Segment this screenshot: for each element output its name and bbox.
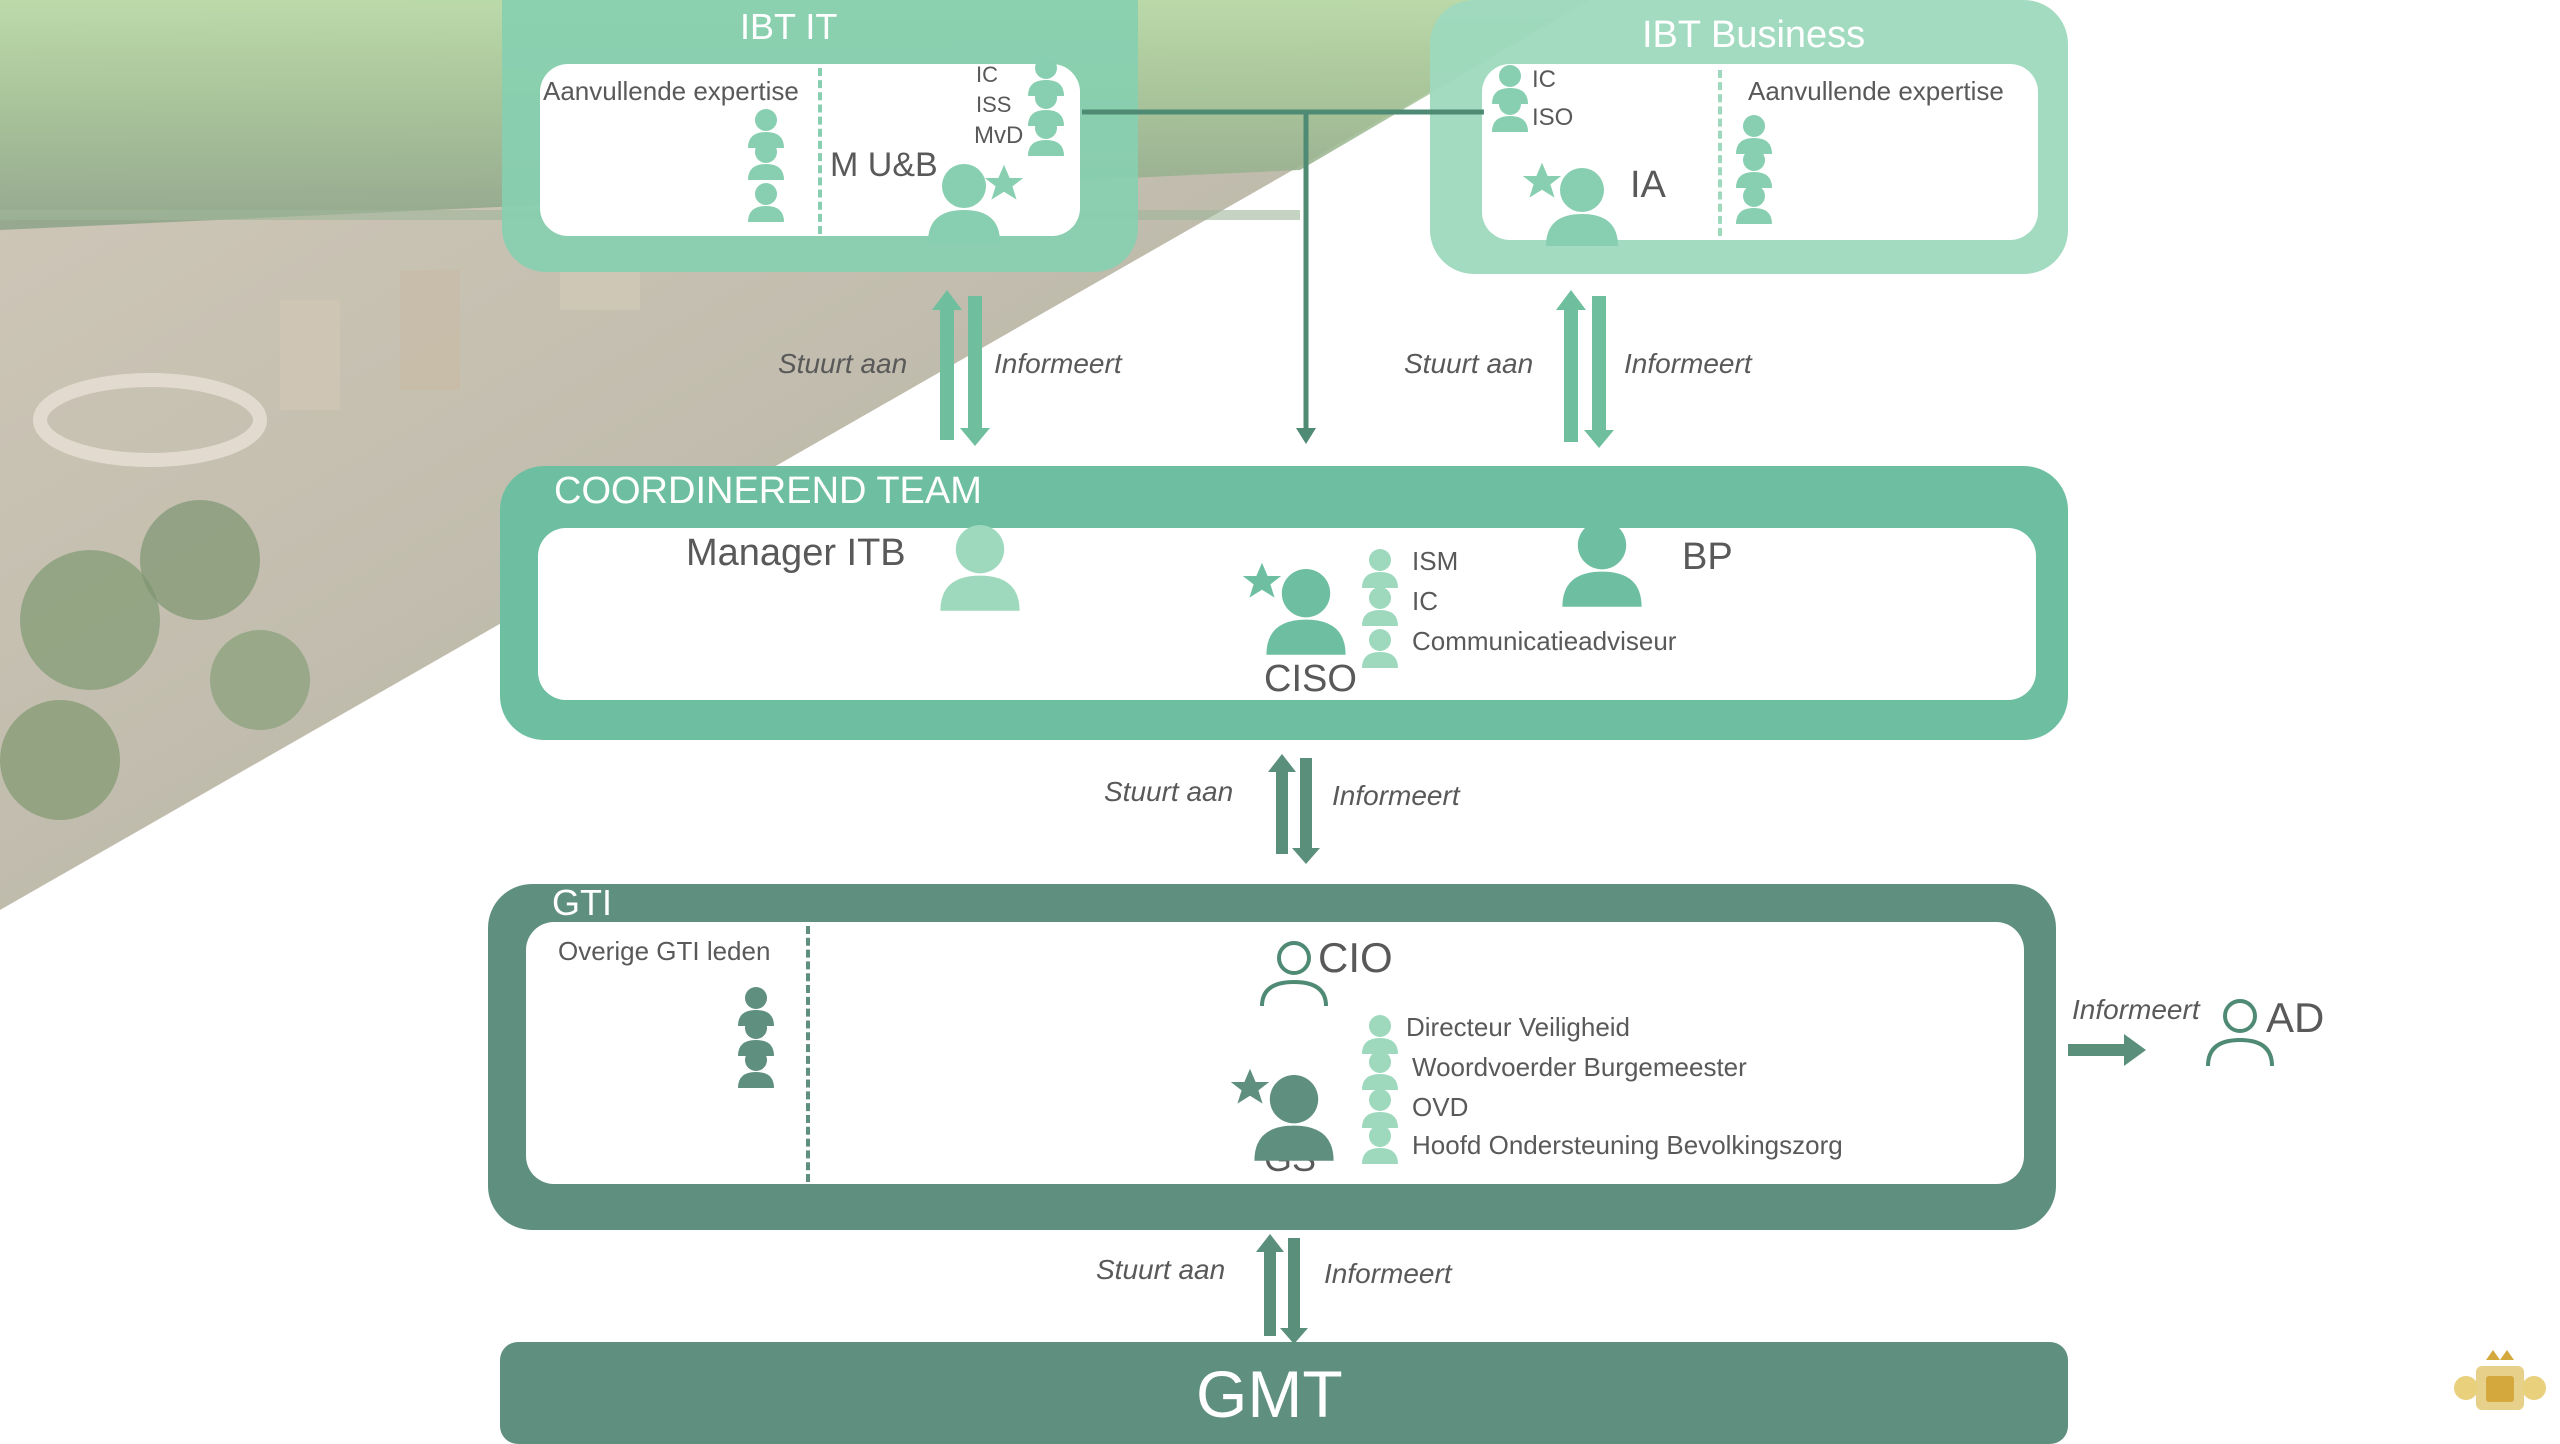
double-arrow-ibt-business bbox=[1556, 290, 1614, 448]
gti-role-wb: Woordvoerder Burgemeester bbox=[1412, 1052, 1747, 1082]
ibt-business-extra-label: Aanvullende expertise bbox=[1748, 76, 2004, 106]
arrow-label-stuurt-aan-it: Stuurt aan bbox=[778, 348, 908, 379]
ibt-it-title: IBT IT bbox=[740, 6, 838, 47]
ibt-business-lead-person-icon bbox=[1546, 168, 1618, 246]
gti-cio-label: CIO bbox=[1318, 934, 1393, 981]
ibt-business-extra-person-icon-1 bbox=[1736, 115, 1772, 154]
ciso-star-icon bbox=[1242, 562, 1282, 598]
cio-person-outline-icon bbox=[1260, 941, 1328, 1007]
ibt-it-divider bbox=[818, 68, 822, 234]
ibt-business-role-iso: ISO bbox=[1532, 104, 1574, 131]
ibt-business-extra-person-icon-2 bbox=[1736, 149, 1772, 188]
gmt-title: GMT bbox=[1196, 1357, 1343, 1431]
gti-other-label: Overige GTI leden bbox=[558, 936, 771, 966]
double-arrow-gmt bbox=[1256, 1234, 1308, 1344]
arrow-label-stuurt-aan-gti: Stuurt aan bbox=[1104, 776, 1234, 807]
gs-star-icon bbox=[1230, 1068, 1270, 1104]
coordinerend-role-ism: ISM bbox=[1412, 546, 1459, 576]
gs-person-icon bbox=[1254, 1075, 1334, 1161]
gti-divider bbox=[806, 926, 810, 1182]
coordinerend-role-comm: Communicatieadviseur bbox=[1412, 626, 1677, 656]
gti-role-person-icon-2 bbox=[1362, 1051, 1398, 1090]
bp-person-icon bbox=[1562, 521, 1642, 607]
manager-itb-person-icon bbox=[940, 525, 1020, 611]
ad-label: AD bbox=[2266, 994, 2325, 1041]
ibt-it-lead: M U&B bbox=[830, 146, 938, 184]
coordinerend-team-title: COORDINEREND TEAM bbox=[554, 470, 982, 512]
ibt-business-role-ic: IC bbox=[1532, 66, 1556, 93]
gti-role-hob: Hoofd Ondersteuning Bevolkingszorg bbox=[1412, 1130, 1843, 1160]
ibt-it-role-iss: ISS bbox=[976, 92, 1012, 117]
coordinerend-role-person-icon-2 bbox=[1362, 587, 1398, 626]
ibt-business-lead: IA bbox=[1630, 164, 1666, 206]
ibt-it-role-ic: IC bbox=[976, 62, 998, 87]
ad-person-outline-icon bbox=[2206, 999, 2274, 1067]
ibt-it-extra-person-icon-3 bbox=[748, 183, 784, 222]
ibt-business-star-icon bbox=[1522, 162, 1562, 198]
coordinerend-role-person-icon-3 bbox=[1362, 629, 1398, 668]
gti-role-person-icon-1 bbox=[1362, 1015, 1398, 1054]
gmt-box bbox=[500, 1342, 2068, 1444]
crest-logo bbox=[2454, 1350, 2546, 1410]
gti-role-ovd: OVD bbox=[1412, 1092, 1469, 1122]
ibt-business-title: IBT Business bbox=[1642, 14, 1866, 56]
coordinerend-role-person-icon-1 bbox=[1362, 549, 1398, 588]
ibt-business-extra-person-icon-3 bbox=[1736, 185, 1772, 224]
arrow-label-informeert-business: Informeert bbox=[1624, 348, 1752, 379]
coordinerend-lead: CISO bbox=[1264, 658, 1357, 700]
arrow-label-informeert-ad: Informeert bbox=[2072, 994, 2200, 1025]
ibt-link-line bbox=[1082, 109, 1484, 444]
ibt-it-role-mvd: MvD bbox=[974, 122, 1024, 149]
arrow-label-informeert-it: Informeert bbox=[994, 348, 1122, 379]
gti-role-dv: Directeur Veiligheid bbox=[1406, 1012, 1631, 1042]
arrow-to-ad bbox=[2068, 1034, 2146, 1066]
coordinerend-role-ic: IC bbox=[1412, 586, 1438, 616]
arrow-label-stuurt-aan-business: Stuurt aan bbox=[1404, 348, 1534, 379]
gti-title: GTI bbox=[552, 882, 612, 923]
ibt-it-lead-person-icon bbox=[928, 164, 1000, 242]
arrow-label-informeert-gti: Informeert bbox=[1332, 780, 1460, 811]
coordinerend-manager-label: Manager ITB bbox=[686, 532, 906, 574]
ciso-person-icon bbox=[1266, 569, 1346, 655]
arrow-label-informeert-gmt: Informeert bbox=[1324, 1258, 1452, 1289]
ibt-it-extra-label: Aanvullende expertise bbox=[543, 76, 799, 106]
arrow-label-stuurt-aan-gmt: Stuurt aan bbox=[1096, 1254, 1226, 1285]
gti-role-person-icon-3 bbox=[1362, 1089, 1398, 1128]
gti-role-person-icon-4 bbox=[1362, 1125, 1398, 1164]
coordinerend-bp: BP bbox=[1682, 536, 1733, 578]
ibt-it-star-icon bbox=[984, 164, 1024, 200]
ibt-it-inner bbox=[540, 64, 1080, 236]
coordinerend-team-inner bbox=[538, 528, 2036, 700]
ibt-business-divider bbox=[1718, 70, 1722, 236]
double-arrow-ibt-it bbox=[932, 290, 990, 446]
double-arrow-gti bbox=[1268, 754, 1320, 864]
